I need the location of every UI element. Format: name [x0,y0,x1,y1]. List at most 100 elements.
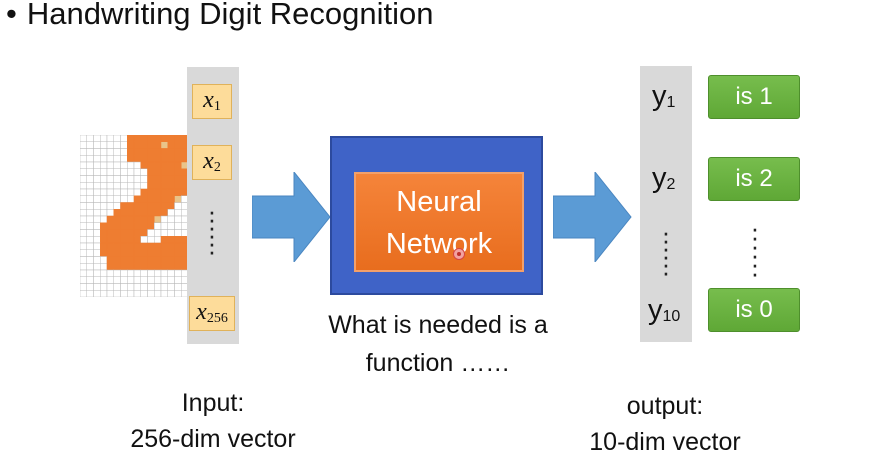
digit-pixel-on [133,135,141,142]
digit-pixel-off [167,269,175,277]
digit-pixel-on [160,209,168,217]
digit-pixel-on [160,195,168,203]
digit-pixel-on [160,263,168,271]
digit-pixel-off [120,161,128,169]
digit-pixel-on [140,215,148,223]
digit-pixel-on [133,249,141,257]
digit-pixel-on [113,209,121,217]
digit-pixel-on [154,141,162,149]
digit-pixel-off [93,215,101,223]
digit-pixel-off [140,283,148,291]
digit-pixel-on [133,209,141,217]
digit-pixel-off [113,188,121,196]
digit-pixel-off [80,249,87,257]
digit-pixel-off [120,195,128,203]
digit-pixel-on [154,168,162,176]
digit-pixel-off [154,229,162,237]
digit-pixel-off [93,283,101,291]
digit-pixel-off [80,175,87,183]
digit-pixel-on [100,242,108,250]
digit-pixel-off [113,175,121,183]
digit-pixel-off [100,290,108,297]
digit-pixel-off [100,209,108,217]
input-cell-x1: x1 [192,84,232,119]
digit-pixel-off [160,215,168,223]
digit-pixel-off [100,141,108,149]
digit-pixel-on [147,242,155,250]
digit-pixel-off [100,276,108,284]
digit-pixel-off [147,290,155,297]
digit-pixel-on [154,202,162,210]
output-label-line1: output: [626,392,704,420]
digit-pixel-off [93,202,101,210]
digit-pixel-on [120,236,128,244]
digit-pixel-off [147,236,155,244]
digit-pixel-on [127,263,135,271]
digit-pixel-off [140,168,148,176]
digit-pixel-on [167,182,175,190]
digit-pixel-off [113,269,121,277]
output-vector: y1 y2 ······ y10 [640,66,692,342]
digit-pixel-off [113,276,121,284]
digit-pixel-on [127,236,135,244]
digit-pixel-off [154,290,162,297]
digit-pixel-on [140,256,148,264]
digit-pixel-on [154,135,162,142]
digit-pixel-on [174,195,182,203]
input-label-line1: Input: [181,389,245,417]
output-label-line2: 10-dim vector [589,428,741,456]
digit-pixel-on [140,209,148,217]
digit-pixel-off [140,182,148,190]
digit-pixel-off [100,256,108,264]
digit-pixel-on [147,141,155,149]
digit-pixel-off [86,161,94,169]
digit-pixel-off [120,290,128,297]
digit-pixel-off [167,215,175,223]
digit-pixel-on [167,188,175,196]
digit-pixel-on [154,209,162,217]
digit-pixel-on [133,263,141,271]
digit-pixel-off [133,175,141,183]
digit-pixel-on [160,148,168,156]
digit-pixel-off [120,141,128,149]
digit-pixel-on [160,168,168,176]
digit-pixel-off [133,188,141,196]
digit-pixel-off [80,283,87,291]
digit-pixel-on [174,155,182,163]
digit-pixel-off [174,290,182,297]
digit-pixel-on [120,209,128,217]
digit-pixel-off [140,290,148,297]
digit-pixel-off [120,283,128,291]
digit-pixel-off [80,148,87,156]
digit-pixel-on [133,148,141,156]
digit-pixel-off [80,263,87,271]
digit-pixel-on [167,256,175,264]
digit-pixel-off [86,263,94,271]
digit-pixel-on [154,188,162,196]
digit-pixel-off [160,276,168,284]
digit-pixel-off [100,148,108,156]
digit-pixel-off [133,283,141,291]
digit-pixel-on [127,209,135,217]
digit-pixel-off [127,276,135,284]
digit-pixel-off [93,290,101,297]
digit-pixel-on [167,168,175,176]
digit-pixel-on [140,135,148,142]
digit-pixel-on [127,148,135,156]
digit-pixel-on [167,148,175,156]
digit-pixel-off [100,175,108,183]
input-label: Input: 256-dim vector [113,385,313,457]
digit-pixel-off [106,168,114,176]
digit-pixel-off [147,229,155,237]
output-y1: y1 [652,80,676,112]
digit-pixel-on [133,256,141,264]
digit-pixel-on [174,242,182,250]
digit-pixel-on [160,182,168,190]
digit-pixel-on [133,236,141,244]
digit-pixel-on [160,161,168,169]
digit-pixel-off [80,276,87,284]
digit-pixel-off [106,148,114,156]
digit-pixel-on [160,202,168,210]
digit-pixel-off [133,168,141,176]
digit-pixel-on [174,175,182,183]
